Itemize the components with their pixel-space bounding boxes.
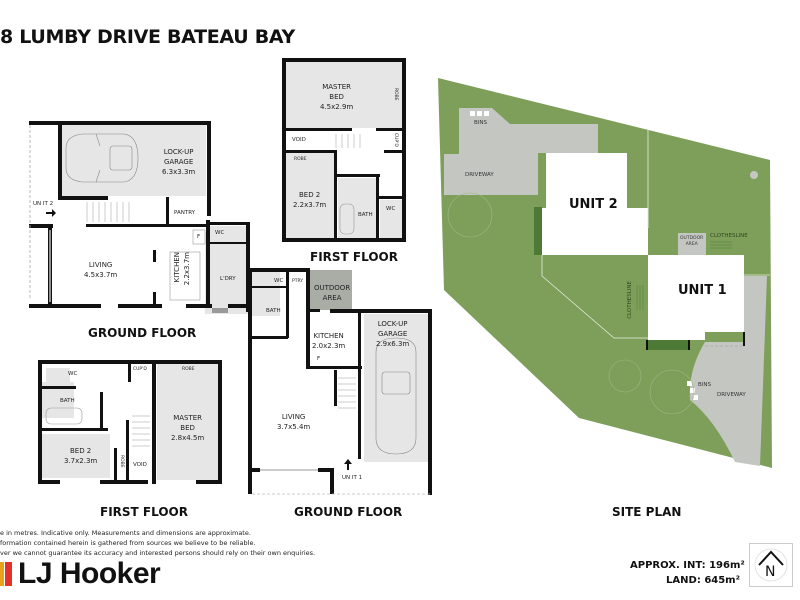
unit1-living-label: LIVING 3.7x5.4m bbox=[277, 412, 310, 432]
unit2-robe-master-label: ROBE bbox=[393, 88, 398, 101]
unit1-robe-bed2-label: ROBE bbox=[119, 455, 124, 468]
unit2-kitchen-label: KITCHEN bbox=[172, 252, 182, 282]
garage-name2: GARAGE bbox=[163, 158, 194, 166]
unit1-outdoor-label: OUTDOOR AREA bbox=[314, 283, 350, 303]
site-outdoor-name: OUTDOOR bbox=[680, 236, 704, 241]
unit2-cupd-label: CUP'D bbox=[393, 133, 398, 147]
unit2-bath-label: BATH bbox=[358, 212, 373, 218]
unit1-master-label: MASTER BED 2.8x4.5m bbox=[171, 413, 204, 443]
disclaimer: e in metres. Indicative only. Measuremen… bbox=[0, 528, 315, 558]
logo-red-bar bbox=[5, 562, 12, 586]
kitchen-name: KITCHEN bbox=[173, 252, 181, 283]
site-unit1-label: UNIT 1 bbox=[678, 283, 727, 298]
living1-size: 3.7x5.4m bbox=[277, 423, 311, 431]
site-outdoor-label: OUTDOOR AREA bbox=[680, 236, 703, 248]
living-size: 4.5x3.7m bbox=[84, 271, 118, 279]
unit1-ptry-label: PTRY bbox=[292, 279, 304, 284]
unit2-first-floor-label: FIRST FLOOR bbox=[310, 250, 398, 264]
unit1-kitchen-label: KITCHEN 2.0x2.3m bbox=[312, 331, 345, 351]
internal-area: APPROX. INT: 196m² bbox=[630, 560, 745, 571]
site-plan-label: SITE PLAN bbox=[612, 505, 682, 519]
site-clothesline-mid: CLOTHESLINE bbox=[627, 281, 633, 319]
unit1-garage-label: LOCK-UP GARAGE 2.9x6.3m bbox=[376, 319, 409, 349]
master-name2: BED bbox=[329, 93, 344, 101]
living-name: LIVING bbox=[88, 261, 113, 269]
unit2-robe-bed2-label: ROBE bbox=[294, 157, 307, 162]
unit2-wc2-label: WC bbox=[386, 206, 396, 212]
unit2-ground-floor-walls bbox=[29, 121, 250, 314]
disclaimer-line-1: e in metres. Indicative only. Measuremen… bbox=[0, 529, 251, 537]
site-clothesline-right: CLOTHESLINE bbox=[710, 233, 748, 239]
outdoor-name: OUTDOOR bbox=[314, 284, 351, 292]
master-name: MASTER bbox=[322, 83, 352, 91]
garage-size: 6.3x3.3m bbox=[162, 168, 196, 176]
unit2-ground-floor-label: GROUND FLOOR bbox=[88, 326, 197, 340]
unit2-pantry-label: PANTRY bbox=[174, 210, 196, 216]
site-outdoor-name2: AREA bbox=[685, 242, 698, 247]
land-area: LAND: 645m² bbox=[630, 575, 740, 586]
unit2-void-label: VOID bbox=[292, 137, 306, 143]
unit1-robe-master-label: ROBE bbox=[182, 367, 195, 372]
unit2-garage-label: LOCK-UP GARAGE 6.3x3.3m bbox=[162, 147, 195, 177]
internal-area-label: APPROX. INT: bbox=[630, 560, 706, 571]
unit2-fridge-label: F bbox=[197, 234, 201, 240]
site-bins-bottom: BINS bbox=[698, 382, 712, 388]
bed2-name: BED 2 bbox=[298, 191, 321, 199]
site-bins-top: BINS bbox=[474, 120, 488, 126]
unit2-entry-label: UN IT 2 bbox=[33, 201, 54, 207]
land-area-label: LAND: bbox=[666, 575, 701, 586]
master-size: 4.5x2.9m bbox=[320, 103, 354, 111]
unit2-bed2-label: BED 2 2.2x3.7m bbox=[293, 190, 326, 210]
unit2-kitchen-size: 2.2x3.7m bbox=[183, 252, 191, 286]
site-plan-drawing bbox=[438, 78, 772, 468]
kitchen1-size: 2.0x2.3m bbox=[312, 342, 346, 350]
logo-text: LJ Hooker bbox=[18, 557, 161, 590]
master1-name2: BED bbox=[180, 424, 195, 432]
unit2-laundry-label: L'DRY bbox=[220, 276, 236, 282]
outdoor-name2: AREA bbox=[322, 294, 342, 302]
unit1-bath-label: BATH bbox=[266, 308, 281, 314]
unit2-wc-label: WC bbox=[215, 230, 225, 236]
site-unit2-label: UNIT 2 bbox=[569, 197, 618, 212]
bed2-1-name: BED 2 bbox=[69, 447, 92, 455]
garage-name: LOCK-UP bbox=[163, 148, 194, 156]
unit2-master-label: MASTER BED 4.5x2.9m bbox=[320, 82, 353, 112]
living1-name: LIVING bbox=[281, 413, 306, 421]
unit1-void-label: VOID bbox=[133, 462, 147, 468]
unit2-first-floor-walls bbox=[282, 58, 406, 242]
disclaimer-line-3: ver we cannot guarantee its accuracy and… bbox=[0, 549, 316, 557]
compass-letter: N bbox=[765, 564, 776, 580]
unit1-bath2-label: BATH bbox=[60, 398, 75, 404]
land-area-value: 645m² bbox=[704, 575, 740, 586]
unit1-entry-label: UN IT 1 bbox=[342, 475, 363, 481]
bed2-size: 2.2x3.7m bbox=[293, 201, 327, 209]
bed2-1-size: 3.7x2.3m bbox=[64, 457, 98, 465]
garage1-name: LOCK-UP bbox=[377, 320, 408, 328]
master1-name: MASTER bbox=[173, 414, 203, 422]
site-driveway-bottom: DRIVEWAY bbox=[717, 392, 746, 398]
unit1-first-floor-walls bbox=[38, 360, 222, 484]
unit1-cupd-label: CUP'D bbox=[133, 367, 147, 372]
internal-area-value: 196m² bbox=[709, 560, 745, 571]
unit1-wc-label: WC bbox=[274, 278, 284, 284]
page-title: 8 LUMBY DRIVE BATEAU BAY bbox=[0, 26, 295, 48]
unit1-wc2-label: WC bbox=[68, 371, 78, 377]
master1-size: 2.8x4.5m bbox=[171, 434, 205, 442]
north-compass-icon: N bbox=[749, 543, 793, 587]
unit2-living-label: LIVING 4.5x3.7m bbox=[84, 260, 117, 280]
unit1-ground-floor-walls bbox=[248, 268, 432, 495]
logo-orange-bar bbox=[0, 562, 4, 586]
unit1-first-floor-label: FIRST FLOOR bbox=[100, 505, 188, 519]
unit1-bed2-label: BED 2 3.7x2.3m bbox=[64, 446, 97, 466]
unit1-fridge-label: F bbox=[317, 356, 321, 362]
garage1-size: 2.9x6.3m bbox=[376, 340, 410, 348]
unit1-ground-floor-label: GROUND FLOOR bbox=[294, 505, 403, 519]
garage1-name2: GARAGE bbox=[377, 330, 408, 338]
kitchen1-name: KITCHEN bbox=[313, 332, 344, 340]
site-driveway-top: DRIVEWAY bbox=[465, 172, 494, 178]
disclaimer-line-2: formation contained herein is gathered f… bbox=[0, 539, 256, 547]
lj-hooker-logo: LJ Hooker bbox=[0, 556, 161, 592]
